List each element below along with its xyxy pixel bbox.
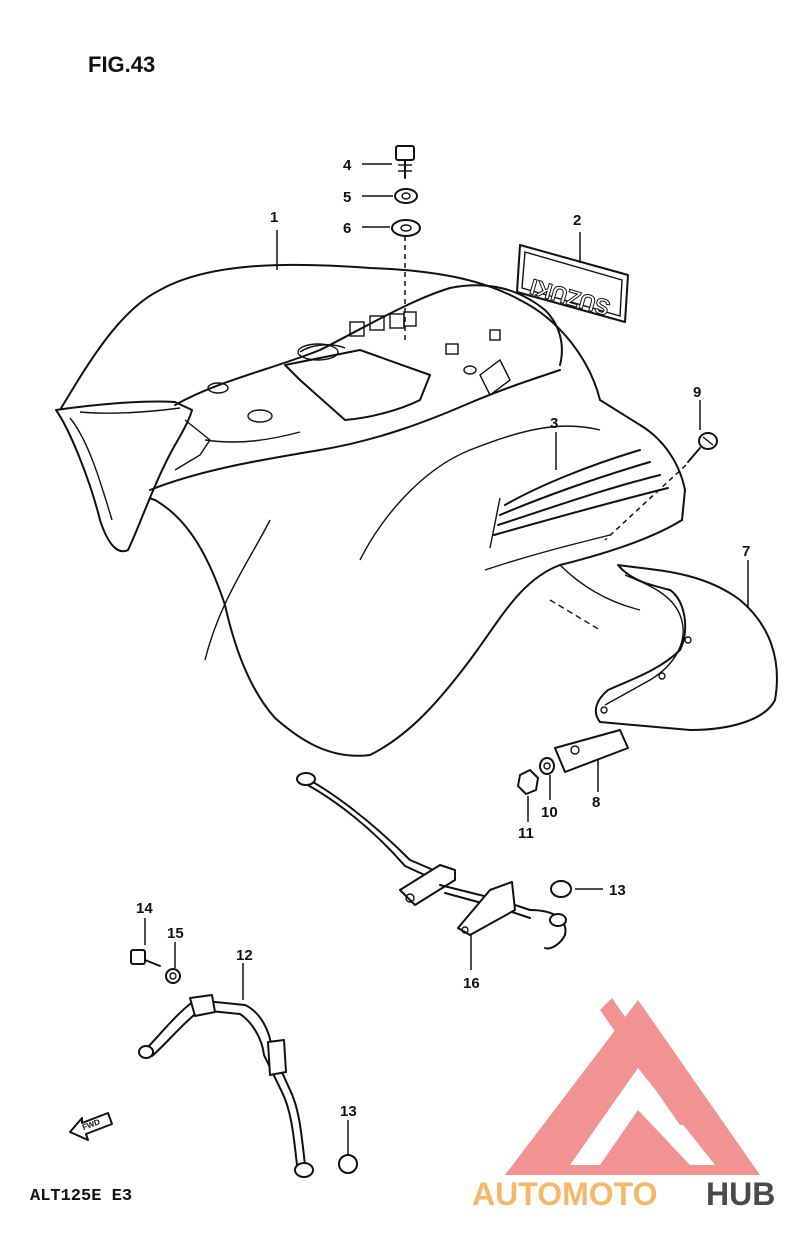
callout-2: 2 (573, 212, 581, 229)
figure-title: FIG.43 (88, 52, 155, 77)
nut-washer (517, 757, 555, 795)
callout-4: 4 (343, 157, 352, 174)
mud-flap-part (594, 564, 778, 731)
callout-9: 9 (693, 384, 701, 401)
stripe-decal-part (484, 449, 669, 571)
callout-14: 14 (136, 900, 153, 917)
callout-15: 15 (167, 925, 184, 942)
callout-5: 5 (343, 189, 351, 206)
callout-12: 12 (236, 947, 253, 964)
callout-16: 16 (463, 975, 480, 992)
callout-11: 11 (518, 825, 534, 842)
bracket-part (554, 729, 629, 773)
callout-8: 8 (592, 794, 600, 811)
watermark-logo (505, 998, 760, 1175)
bolt-stack (391, 145, 421, 340)
callout-1: 1 (270, 209, 278, 226)
support-bar-part (296, 772, 567, 950)
watermark-text-part1: AUTOMOTO (472, 1176, 657, 1212)
callout-labels: 4 5 6 1 2 3 9 7 8 10 11 13 16 14 15 12 1… (136, 157, 750, 1120)
callout-6: 6 (343, 220, 351, 237)
callout-10: 10 (541, 804, 558, 821)
callout-13b: 13 (340, 1103, 357, 1120)
forward-arrow-icon: FWD (69, 1112, 113, 1141)
lower-bracket-part (138, 994, 314, 1178)
screw-part (604, 432, 718, 541)
callout-3: 3 (550, 415, 558, 432)
leader-lines (144, 163, 749, 1154)
watermark-text-part2: HUB (706, 1176, 775, 1212)
bolt-washer-small (130, 949, 181, 984)
rear-fender-part (55, 263, 686, 757)
callout-7: 7 (742, 543, 750, 560)
callout-13a: 13 (609, 882, 626, 899)
cap-parts (338, 880, 572, 1174)
model-code: ALT125E E3 (30, 1187, 132, 1206)
